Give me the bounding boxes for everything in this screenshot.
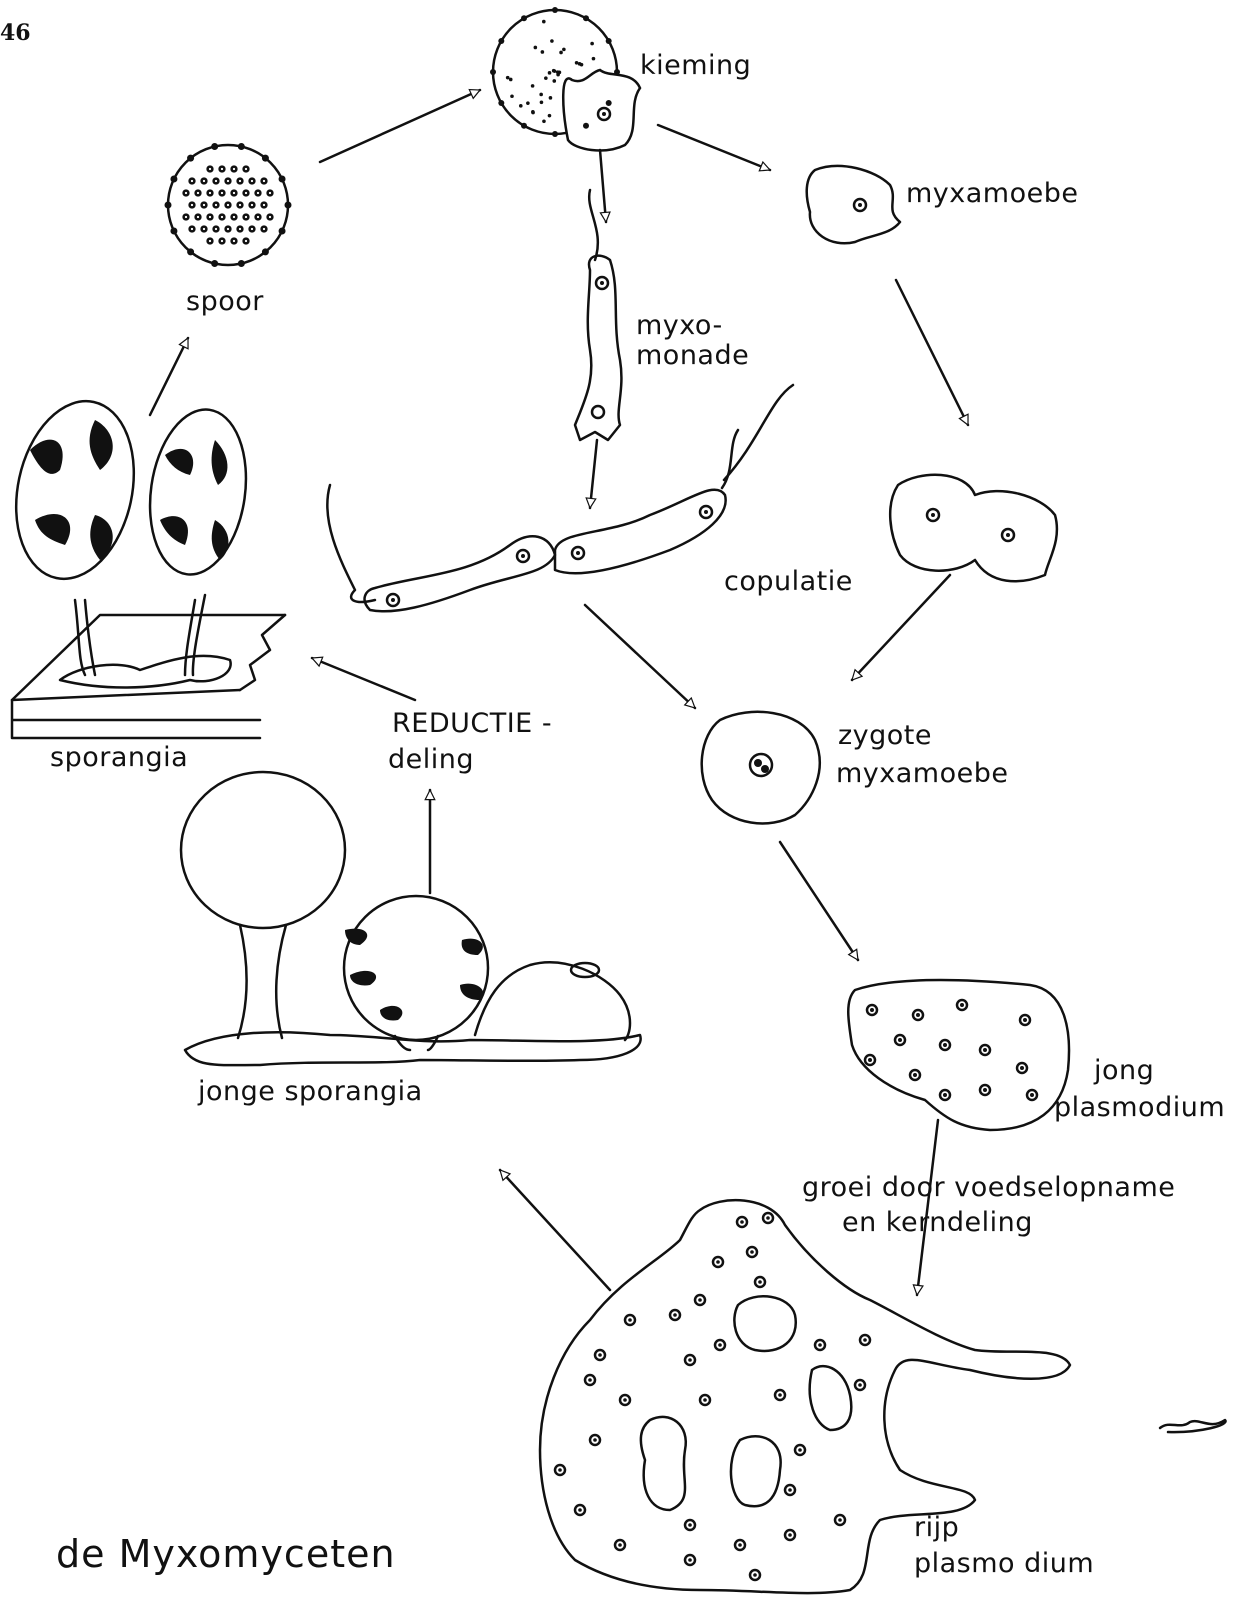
label-groei-line1: groei door voedselopname (802, 1172, 1175, 1204)
fusing-myxamoebae-drawing (890, 475, 1057, 581)
label-sporangia: sporangia (50, 742, 188, 774)
mature-plasmodium-drawing (540, 1200, 1070, 1593)
mature-sporangia-drawing (1, 390, 285, 738)
label-rijp-line2: plasmo dium (914, 1548, 1094, 1580)
young-plasmodium-drawing (848, 980, 1069, 1130)
label-reductie-line2: deling (388, 744, 474, 776)
germinating-spore-drawing (490, 7, 640, 150)
label-zygote-line2: myxamoebe (836, 758, 1009, 790)
label-rijp-line1: rijp (914, 1512, 959, 1544)
page-number: 46 (0, 20, 31, 46)
signature (1160, 1420, 1226, 1432)
label-reductie-line1: REDUCTIE - (392, 708, 552, 740)
myxomonade-drawing (575, 190, 621, 440)
label-jong-plasmodium-line2: plasmodium (1054, 1092, 1225, 1124)
label-myxomonade-line2: monade (636, 340, 749, 372)
label-groei-line2: en kerndeling (842, 1207, 1033, 1239)
young-sporangia-drawing (181, 772, 641, 1065)
label-jong-plasmodium-line1: jong (1094, 1055, 1154, 1087)
label-copulatie: copulatie (724, 566, 853, 598)
spore-drawing (165, 143, 292, 267)
zygote-drawing (702, 712, 820, 824)
label-myxamoebe: myxamoebe (906, 178, 1079, 210)
cycle-arrows (150, 90, 968, 1295)
label-myxomonade-line1: myxo- (636, 310, 723, 342)
label-zygote-line1: zygote (838, 720, 932, 752)
label-jonge-sporangia: jonge sporangia (198, 1076, 423, 1108)
label-spoor: spoor (186, 286, 264, 318)
myxamoebe-drawing (807, 166, 900, 243)
label-kieming: kieming (640, 50, 751, 82)
diagram-title: de Myxomyceten (56, 1532, 396, 1576)
